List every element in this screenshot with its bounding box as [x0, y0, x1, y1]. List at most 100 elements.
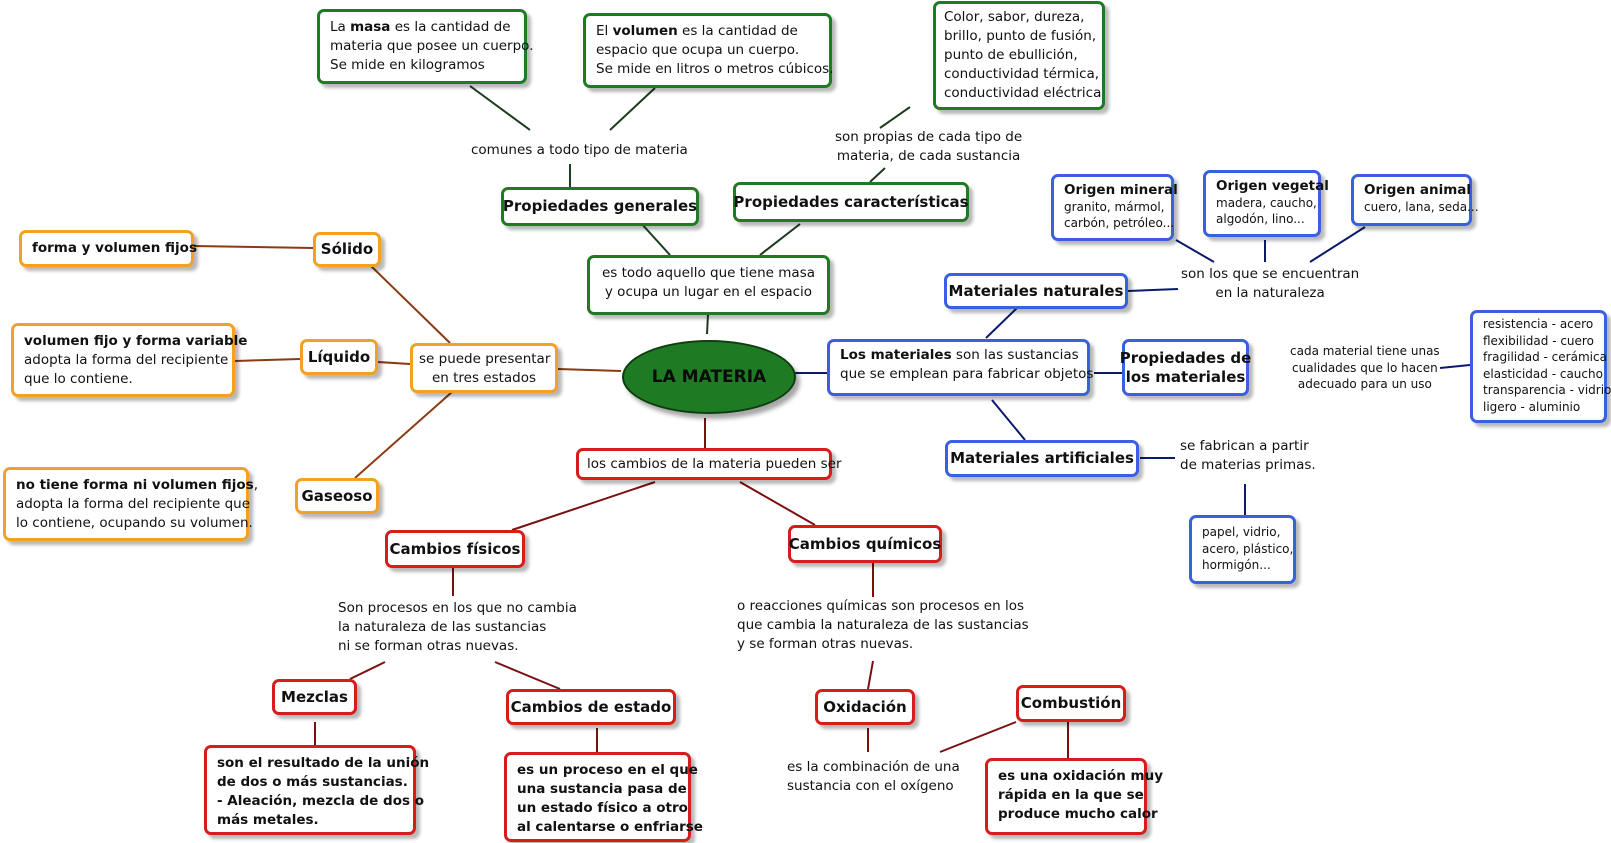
prop-materiales-line2: los materiales [1125, 367, 1246, 386]
liquido-desc-line3: que lo contiene. [24, 371, 133, 387]
oxidacion-node: Oxidación [815, 689, 915, 725]
volumen-post: es la cantidad de [677, 23, 798, 39]
gaseoso-node: Gaseoso [295, 478, 379, 514]
cambios-label-box: los cambios de la materia pueden ser [576, 448, 842, 480]
materiales-bold: Los materiales [840, 347, 952, 363]
gaseoso-desc-box: no tiene forma ni volumen fijos, adopta … [3, 467, 258, 541]
prop-list-item3: fragilidad - cerámica [1483, 350, 1607, 364]
prop-mat-label-line3: adecuado para un uso [1297, 377, 1432, 391]
liquido-node: Líquido [300, 339, 378, 375]
oxidacion-line2: sustancia con el oxígeno [787, 778, 954, 794]
central-node: LA MATERIA [622, 340, 796, 414]
artificiales-examples-box: papel, vidrio, acero, plástico, hormigón… [1189, 515, 1296, 584]
caract-line5: conductividad eléctrica [944, 85, 1102, 101]
cambios-estado-desc-box: es un proceso en el que una sustancia pa… [504, 752, 703, 842]
prop-list-item1: resistencia - acero [1483, 317, 1594, 331]
naturales-line2: en la naturaleza [1215, 285, 1325, 301]
liquido-desc-line2: adopta la forma del recipiente [24, 352, 229, 368]
artificiales-ex1: papel, vidrio, [1202, 525, 1281, 539]
artificiales-ex2: acero, plástico, [1202, 541, 1294, 556]
origen-vegetal-line2: algodón, lino... [1216, 212, 1305, 226]
mezclas-node: Mezclas [272, 679, 357, 715]
gaseoso-desc-comma: , [253, 477, 258, 493]
materiales-naturales-node: Materiales naturales [944, 273, 1128, 309]
quimicos-line1: o reacciones químicas son procesos en lo… [737, 598, 1024, 614]
estados-line2: en tres estados [431, 370, 537, 386]
masa-bold: masa [350, 19, 391, 35]
volumen-pre: El [596, 23, 613, 39]
naturales-label: son los que se encuentran en la naturale… [1181, 265, 1359, 303]
origen-mineral-line1: granito, mármol, [1064, 199, 1165, 214]
cambios-estado-node: Cambios de estado [506, 689, 676, 725]
propiedades-caracteristicas-node: Propiedades características [733, 182, 969, 222]
prop-list-item2: flexibilidad - cuero [1483, 333, 1594, 348]
origen-vegetal-line1: madera, caucho, [1216, 195, 1317, 210]
caract-line1: Color, sabor, dureza, [944, 9, 1085, 25]
prop-mat-label-line1: cada material tiene unas [1290, 344, 1440, 358]
origen-mineral-line2: carbón, petróleo... [1064, 216, 1175, 230]
liquido-desc-box: volumen fijo y forma variable adopta la … [11, 323, 248, 397]
masa-line3: Se mide en kilogramos [330, 57, 485, 73]
mezclas-desc-line3: - Aleación, mezcla de dos o [217, 793, 424, 809]
origen-animal-box: Origen animal cuero, lana, seda... [1351, 174, 1479, 226]
liquido-desc-bold: volumen fijo y forma variable [24, 333, 248, 349]
propias-line2: materia, de cada sustancia [836, 148, 1021, 164]
volumen-line3: Se mide en litros o metros cúbicos. [596, 61, 834, 77]
prop-list-item4: elasticidad - caucho [1483, 366, 1603, 381]
oxidacion-line1: es la combinación de una [787, 759, 960, 775]
fisicos-line1: Son procesos en los que no cambia [338, 600, 577, 616]
prop-mat-label-line2: cualidades que lo hacen [1291, 360, 1438, 375]
artificiales-line2: de materias primas. [1180, 457, 1316, 473]
volumen-bold: volumen [612, 23, 678, 39]
propias-label: son propias de cada tipo de materia, de … [835, 128, 1022, 166]
mezclas-desc-line4: más metales. [217, 812, 319, 828]
artificiales-line1: se fabrican a partir [1180, 438, 1309, 454]
estado-desc-line3: un estado físico a otro [517, 800, 688, 816]
masa-pre: La [330, 19, 351, 35]
combustion-desc-line1: es una oxidación muy [998, 768, 1163, 784]
materiales-artificiales-node: Materiales artificiales [945, 440, 1139, 477]
naturales-line1: son los que se encuentran [1181, 266, 1360, 282]
combustion-desc-line2: rápida en la que se [998, 787, 1144, 803]
cambios-fisicos-node: Cambios físicos [385, 530, 525, 568]
central-title: LA MATERIA [651, 367, 767, 387]
mezclas-desc-box: son el resultado de la unión de dos o má… [204, 745, 430, 835]
origen-animal-line1: cuero, lana, seda... [1364, 199, 1479, 214]
artificiales-label: se fabrican a partir de materias primas. [1180, 437, 1316, 475]
origen-animal-title: Origen animal [1364, 182, 1472, 198]
masa-post: es la cantidad de [390, 19, 511, 35]
propiedades-materiales-node: Propiedades de los materiales [1120, 339, 1251, 396]
artificiales-ex3: hormigón... [1202, 558, 1271, 572]
estados-box: se puede presentar en tres estados [410, 343, 558, 393]
prop-materiales-list-box: resistencia - acero flexibilidad - cuero… [1470, 310, 1611, 423]
masa-box: La masa es la cantidad de materia que po… [317, 9, 534, 84]
comunes-label: comunes a todo tipo de materia [471, 142, 688, 158]
oxidacion-label: es la combinación de una sustancia con e… [787, 758, 960, 796]
estados-line1: se puede presentar [419, 351, 551, 367]
quimicos-label: o reacciones químicas son procesos en lo… [737, 597, 1029, 654]
definition-box: es todo aquello que tiene masa y ocupa u… [587, 255, 830, 315]
origen-vegetal-title: Origen vegetal [1216, 178, 1329, 194]
mezclas-desc-line1: son el resultado de la unión [217, 755, 430, 771]
solido-desc-text: forma y volumen fijos [32, 240, 197, 256]
caracteristicas-box: Color, sabor, dureza, brillo, punto de f… [933, 1, 1105, 110]
origen-mineral-title: Origen mineral [1064, 182, 1178, 198]
estado-desc-line1: es un proceso en el que [517, 762, 698, 778]
prop-list-item5: transparencia - vidrio [1483, 383, 1611, 397]
combustion-node: Combustión [1016, 685, 1126, 722]
combustion-desc-box: es una oxidación muy rápida en la que se… [985, 758, 1163, 835]
estado-desc-line2: una sustancia pasa de [517, 781, 687, 797]
origen-vegetal-box: Origen vegetal madera, caucho, algodón, … [1203, 170, 1329, 237]
combustion-desc-line3: produce mucho calor [998, 806, 1158, 822]
definition-line2: y ocupa un lugar en el espacio [604, 284, 813, 300]
materiales-post: son las sustancias [951, 347, 1079, 363]
fisicos-label: Son procesos en los que no cambia la nat… [338, 599, 577, 656]
caract-line2: brillo, punto de fusión, [944, 28, 1097, 44]
solido-node: Sólido [313, 232, 381, 267]
gaseoso-desc-line3: lo contiene, ocupando su volumen. [16, 515, 253, 531]
prop-list-item6: ligero - aluminio [1483, 399, 1581, 414]
caract-line3: punto de ebullición, [944, 47, 1078, 63]
gaseoso-desc-line2: adopta la forma del recipiente que [16, 496, 251, 512]
volumen-line2: espacio que ocupa un cuerpo. [596, 42, 800, 58]
